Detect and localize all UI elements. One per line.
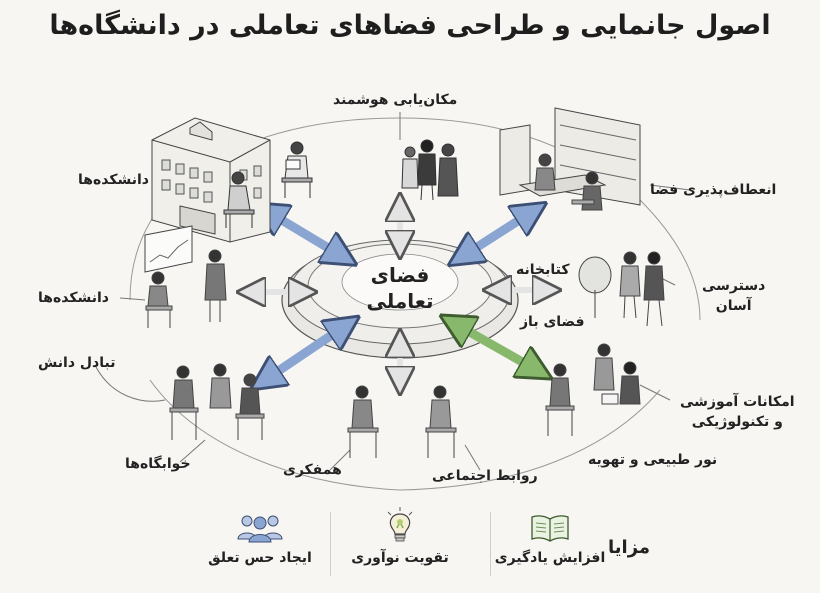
label-smart-location: مکان‌یابی هوشمند [333, 92, 458, 108]
open-book-icon [531, 515, 569, 542]
label-dorms: خوابگاه‌ها [125, 456, 191, 472]
lightbulb-icon [387, 507, 413, 542]
benefits-title: مزایا [608, 537, 651, 558]
benefit-innovation: تقویت نوآوری [330, 506, 470, 566]
benefit-divider [330, 512, 331, 576]
center-label-line1: فضای [370, 263, 430, 287]
label-social-relations: روابط اجتماعی [432, 468, 538, 484]
label-collaboration: همفکری [283, 462, 342, 478]
label-natural-light: نور طبیعی و تهویه [588, 452, 718, 468]
label-faculties-left: دانشکده‌ها [38, 290, 109, 306]
arrow-faculties-top [265, 210, 345, 258]
open-space-illustration [578, 251, 665, 327]
benefit-learning-label: افزایش یادگیری [494, 550, 606, 566]
center-label: فضای تعاملی [345, 262, 455, 314]
library-illustration [499, 107, 641, 211]
benefit-learning: افزایش یادگیری [480, 512, 620, 566]
arrow-flexibility [460, 210, 535, 258]
arrow-knowledge-exchange [262, 324, 348, 382]
label-knowledge-exchange: تبادل دانش [38, 355, 116, 371]
benefit-divider [490, 512, 491, 576]
label-easy-access: دسترسی آسان [702, 276, 765, 316]
benefit-innovation-label: تقویت نوآوری [351, 550, 449, 566]
knowledge-exchange-group-illustration [169, 363, 265, 440]
people-group-icon [237, 515, 283, 543]
whiteboard-group-illustration [144, 225, 227, 328]
students-at-building-illustration [223, 141, 313, 228]
label-easy-access-line1: دسترسی [702, 278, 766, 294]
facilities-group-illustration [545, 343, 641, 436]
benefit-belonging: ایجاد حس تعلق [190, 512, 330, 566]
page-title: اصول جانمایی و طراحی فضاهای تعاملی در دا… [49, 10, 771, 41]
benefit-belonging-label: ایجاد حس تعلق [208, 550, 312, 566]
smart-location-people-illustration [401, 139, 459, 201]
arrow-facilities [452, 322, 540, 372]
label-facilities-line1: امکانات آموزشی [680, 394, 795, 410]
label-facilities-line2: و تکنولوژیکی [691, 414, 783, 430]
label-facilities: امکانات آموزشی و تکنولوژیکی [680, 392, 795, 432]
center-label-line2: تعاملی [366, 289, 434, 313]
label-open-space: فضای باز [520, 314, 585, 330]
label-easy-access-line2: آسان [715, 298, 752, 314]
label-library: کتابخانه [516, 262, 570, 278]
collaboration-pair-illustration [347, 385, 457, 458]
label-faculties-top: دانشکده‌ها [78, 172, 149, 188]
label-flexibility: انعطاف‌پذیری فضا [650, 182, 777, 198]
